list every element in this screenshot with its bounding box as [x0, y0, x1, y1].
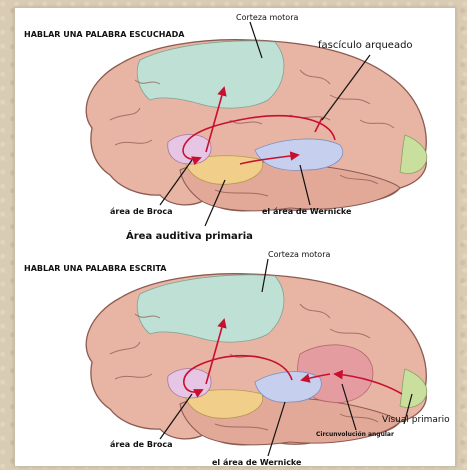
bottom-broca-area [168, 369, 211, 399]
bottom-wernicke-label: el área de Wernicke [212, 458, 302, 467]
bottom-visual-label: Visual primario [382, 415, 450, 425]
bottom-broca-label: área de Broca [110, 440, 173, 449]
top-title: HABLAR UNA PALABRA ESCUCHADA [24, 30, 185, 39]
bottom-motor-label: Corteza motora [268, 250, 330, 259]
bottom-angular-label: Circunvolución angular [316, 431, 394, 438]
top-broca-label: área de Broca [110, 207, 173, 216]
top-motor-label: Corteza motora [236, 13, 298, 22]
bottom-title: HABLAR UNA PALABRA ESCRITA [24, 264, 167, 273]
bottom-brain: HABLAR UNA PALABRA ESCRITA Corteza motor… [24, 250, 450, 467]
top-wernicke-label: el área de Wernicke [262, 207, 352, 216]
top-brain: HABLAR UNA PALABRA ESCUCHADA Corteza mot… [24, 13, 427, 242]
top-auditory-label: Área auditiva primaria [126, 229, 253, 242]
top-fasciculus-label: fascículo arqueado [318, 39, 413, 51]
